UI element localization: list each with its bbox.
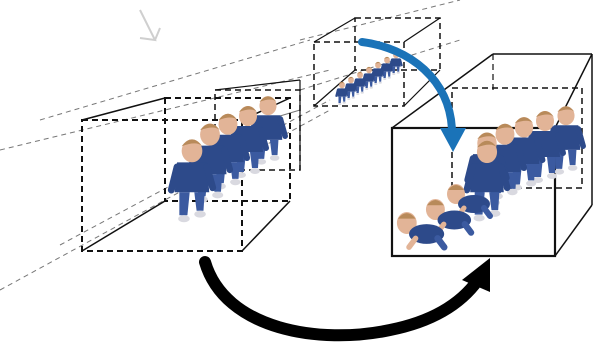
- crawling-child-figure-icon: [396, 212, 448, 251]
- far-box-figures: [335, 51, 403, 105]
- black-arrow-head: [462, 258, 490, 292]
- blue-arrow-head: [440, 128, 466, 152]
- walking-child-figure-icon: [463, 140, 511, 222]
- curved-arrow-right-icon: [199, 256, 484, 342]
- curved-arrow-down-icon: [358, 38, 456, 134]
- left-box-figures: [167, 96, 288, 223]
- walking-child-figure-icon: [353, 71, 367, 95]
- walking-child-figure-icon: [380, 56, 394, 80]
- walking-child-figure-icon: [167, 139, 217, 223]
- walking-child-figure-icon: [344, 76, 358, 100]
- left-box-back: [164, 97, 291, 202]
- left-box-front: [81, 119, 243, 252]
- right-box-figures: [396, 106, 586, 251]
- right-box-front: [390, 126, 557, 258]
- faint-arrow-mark-icon: [139, 9, 161, 42]
